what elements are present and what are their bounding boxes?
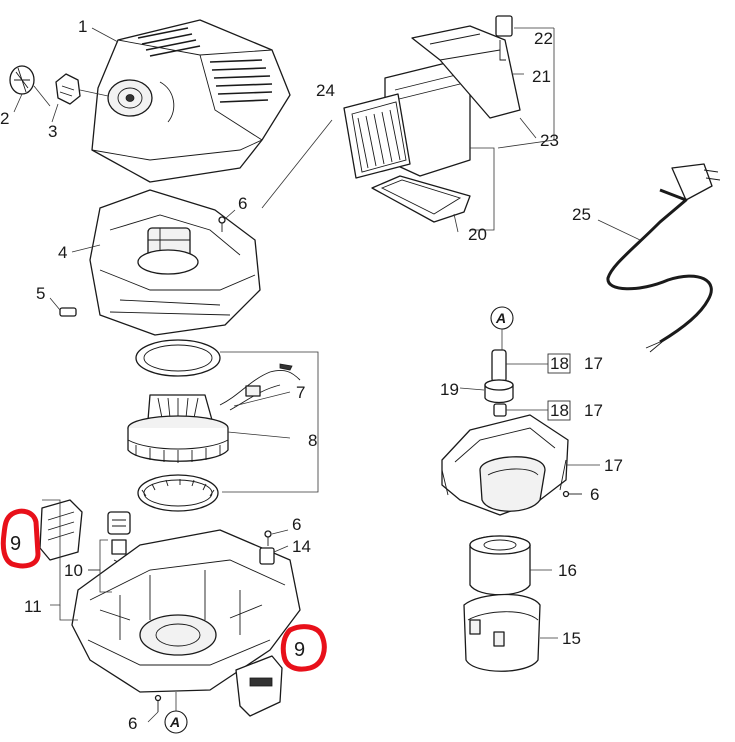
svg-text:A: A: [169, 714, 180, 730]
motor-ring-part: [137, 474, 219, 512]
callout-labels: 1 2 3 4 5 6 7 8 10 11 6 14 6 22 21 24 23…: [0, 17, 623, 733]
screw-part: [562, 490, 582, 498]
cartridge-filter-part: [469, 535, 531, 596]
highlight-mark-right: 9: [280, 624, 327, 672]
svg-text:A: A: [495, 310, 506, 326]
callout-18-upper: 18: [550, 354, 569, 373]
screw-part: [264, 530, 272, 546]
callout-6-upper: 6: [238, 194, 247, 213]
callout-20: 20: [468, 225, 487, 244]
callout-17-upper: 17: [584, 354, 603, 373]
callout-1: 1: [78, 17, 87, 36]
base-housing-part: [71, 529, 301, 693]
leader-lines: [13, 27, 641, 723]
callout-17-side: 17: [604, 456, 623, 475]
filter-basket-frame-part: [441, 414, 569, 516]
callout-21: 21: [532, 67, 551, 86]
rotary-knob-part: [9, 65, 35, 95]
float-valve-part: [484, 379, 514, 404]
callout-6-bottom: 6: [128, 714, 137, 733]
filter-gasket-part: [371, 175, 471, 223]
reference-mark-bottom: A: [164, 692, 188, 734]
highlighted-part-9-left: 9: [10, 533, 21, 555]
callout-7: 7: [296, 383, 305, 402]
callout-17-lower: 17: [584, 401, 603, 420]
callout-25: 25: [572, 205, 591, 224]
flat-filter-part: [343, 93, 411, 179]
callout-16: 16: [558, 561, 577, 580]
switch-part: [55, 73, 109, 105]
side-clip-left-part: [39, 499, 83, 561]
callout-4: 4: [58, 243, 67, 262]
callout-6-mid: 6: [292, 515, 301, 534]
side-clip-right-part: [235, 655, 283, 717]
callout-22: 22: [534, 29, 553, 48]
callout-8: 8: [308, 431, 317, 450]
motor-part: [127, 394, 229, 463]
callout-5: 5: [36, 284, 45, 303]
screw-part: [218, 216, 226, 232]
handle-grill: [137, 27, 273, 103]
callout-10: 10: [64, 561, 83, 580]
highlight-mark-left: 9: [0, 508, 41, 569]
callout-14: 14: [292, 537, 311, 556]
callout-11: 11: [24, 597, 42, 616]
callout-18-lower: 18: [550, 401, 569, 420]
pin-part: [491, 349, 507, 383]
filter-bag-part: [463, 593, 541, 672]
top-housing-part: [91, 19, 291, 183]
callout-23: 23: [540, 131, 559, 150]
connector-part: [59, 307, 77, 317]
callout-3: 3: [48, 122, 57, 141]
motor-cover-part: [89, 189, 261, 336]
screw-part: [154, 694, 162, 712]
callout-24: 24: [316, 81, 335, 100]
seal-ring-part: [135, 339, 221, 377]
pin-part: [493, 403, 507, 417]
callout-2: 2: [0, 109, 9, 128]
latch-part: [259, 547, 275, 565]
highlighted-part-9-right: 9: [294, 639, 305, 661]
callout-19: 19: [440, 380, 459, 399]
reference-mark-top: A: [490, 306, 514, 350]
wiring-harness-part: [219, 363, 301, 411]
power-cord-part: [606, 163, 721, 353]
callout-15: 15: [562, 629, 581, 648]
callout-6-right: 6: [590, 485, 599, 504]
